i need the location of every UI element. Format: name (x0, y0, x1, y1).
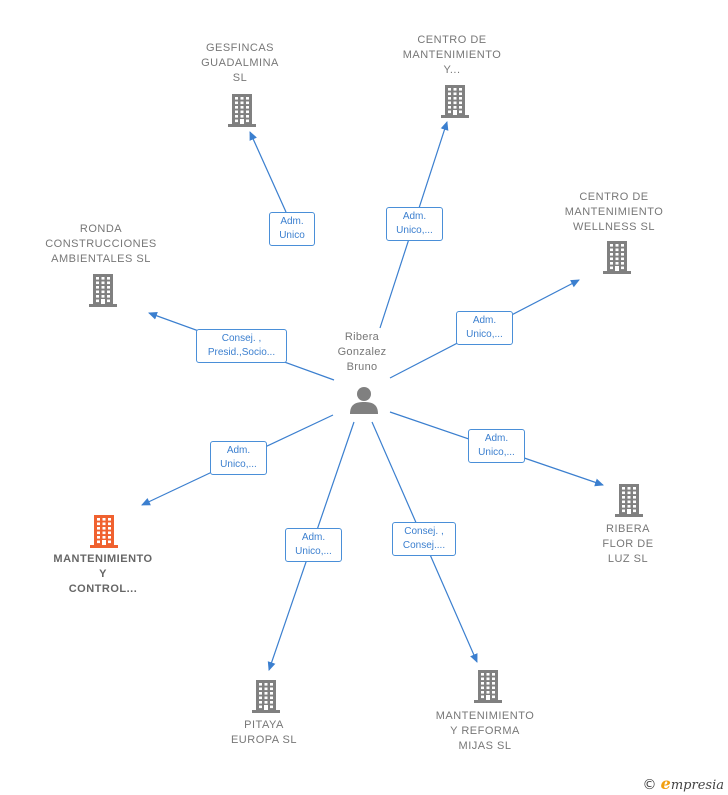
relation-label-ronda[interactable]: Consej. , Presid.,Socio... (196, 329, 287, 363)
company-label: PITAYA EUROPA SL (230, 719, 298, 746)
company-node-ribera-flor[interactable]: RIBERA FLOR DE LUZ SL (578, 522, 678, 567)
building-icon[interactable] (87, 273, 119, 312)
company-label: RIBERA FLOR DE LUZ SL (602, 523, 654, 565)
building-icon[interactable] (601, 240, 633, 279)
company-label: RONDA CONSTRUCCIONES AMBIENTALES SL (45, 223, 157, 265)
company-node-mantenimiento-reforma[interactable]: MANTENIMIENTO Y REFORMA MIJAS SL (425, 709, 545, 754)
copyright-icon: © (642, 777, 657, 793)
relation-label-mantenimiento-reforma[interactable]: Consej. , Consej.... (392, 522, 456, 556)
building-icon[interactable] (250, 679, 282, 718)
company-label: CENTRO DE MANTENIMIENTO Y... (402, 34, 502, 76)
relation-label-mantenimiento-control[interactable]: Adm. Unico,... (210, 441, 267, 475)
company-node-centro-y[interactable]: CENTRO DE MANTENIMIENTO Y... (392, 33, 512, 78)
building-icon[interactable] (88, 514, 120, 553)
company-label: MANTENIMIENTO Y REFORMA MIJAS SL (435, 710, 535, 752)
relation-label-pitaya[interactable]: Adm. Unico,... (285, 528, 342, 562)
relation-label-ribera-flor[interactable]: Adm. Unico,... (468, 429, 525, 463)
company-label: CENTRO DE MANTENIMIENTO WELLNESS SL (564, 191, 664, 233)
building-icon[interactable] (439, 84, 471, 123)
empresia-brand: © empresia (643, 774, 724, 793)
company-node-gesfincas[interactable]: GESFINCAS GUADALMINA SL (180, 41, 300, 86)
relation-label-centro-wellness[interactable]: Adm. Unico,... (456, 311, 513, 345)
company-label: MANTENIMIENTO Y CONTROL... (53, 553, 153, 595)
person-icon[interactable] (349, 386, 379, 414)
relation-label-gesfincas[interactable]: Adm. Unico (269, 212, 315, 246)
brand-name: mpresia (670, 778, 724, 793)
company-node-centro-wellness[interactable]: CENTRO DE MANTENIMIENTO WELLNESS SL (549, 190, 679, 235)
brand-initial: e (660, 774, 671, 793)
company-node-pitaya[interactable]: PITAYA EUROPA SL (214, 718, 314, 748)
building-icon[interactable] (472, 669, 504, 708)
company-label: GESFINCAS GUADALMINA SL (201, 42, 279, 84)
building-icon[interactable] (613, 483, 645, 522)
center-person-name[interactable]: Ribera Gonzalez Bruno (337, 331, 387, 373)
company-node-ronda[interactable]: RONDA CONSTRUCCIONES AMBIENTALES SL (40, 222, 162, 267)
relation-label-centro-y[interactable]: Adm. Unico,... (386, 207, 443, 241)
company-node-mantenimiento-control[interactable]: MANTENIMIENTO Y CONTROL... (42, 552, 164, 597)
relation-line-gesfincas (249, 131, 287, 213)
building-icon[interactable] (226, 93, 258, 132)
